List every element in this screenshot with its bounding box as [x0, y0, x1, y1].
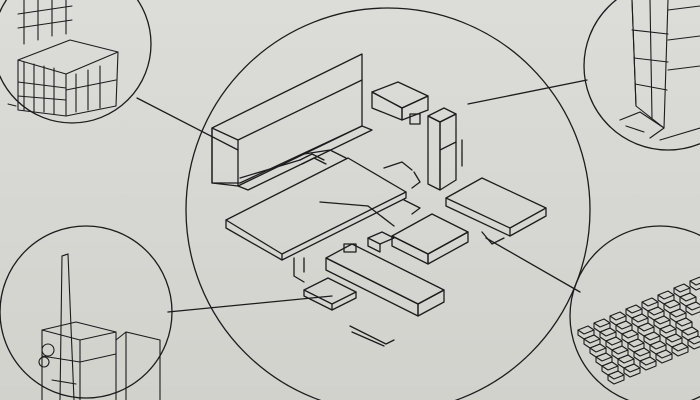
- grid-block: [689, 276, 700, 286]
- plaza-platform: [225, 149, 413, 261]
- grid-block: [595, 352, 613, 362]
- grid-block-side: [685, 305, 700, 316]
- slab-building: [211, 53, 373, 191]
- right-platform: [445, 177, 547, 245]
- grid-blocks-sketch: [577, 276, 700, 385]
- grid-block: [577, 325, 595, 335]
- medium-block: [391, 199, 469, 265]
- grid-block: [655, 349, 673, 359]
- grid-block: [605, 336, 623, 346]
- vignette-bottom-right: [569, 225, 700, 400]
- grid-block: [685, 301, 700, 311]
- grid-block: [659, 324, 677, 334]
- grid-block: [665, 333, 683, 343]
- small-block-top: [371, 81, 429, 125]
- connector-lines: [136, 79, 588, 313]
- site-paths: [293, 153, 421, 347]
- vignette-top-right: [583, 0, 700, 151]
- grid-block: [627, 338, 645, 348]
- grid-block-side: [687, 339, 700, 350]
- grid-block: [599, 327, 617, 337]
- grid-block: [623, 363, 641, 373]
- tower-block-sketch: [7, 0, 119, 117]
- grid-block: [657, 290, 675, 300]
- grid-block: [593, 318, 611, 328]
- grid-block: [647, 306, 665, 316]
- grid-block: [671, 342, 689, 352]
- vignette-circle-bottom-left: [0, 225, 173, 399]
- grid-block: [643, 331, 661, 341]
- grid-block: [649, 340, 667, 350]
- center-tower: [427, 107, 463, 191]
- grid-block-side: [671, 346, 689, 357]
- grid-block: [601, 361, 619, 371]
- grid-block-side: [607, 374, 625, 385]
- vignette-circle-bottom-right: [569, 225, 700, 400]
- grid-block: [615, 320, 633, 330]
- grid-block-side: [639, 360, 657, 371]
- grid-block: [663, 299, 681, 309]
- grid-block: [641, 297, 659, 307]
- grid-block-side: [689, 280, 700, 291]
- grid-block: [625, 304, 643, 314]
- grid-block: [607, 370, 625, 380]
- grid-block: [637, 322, 655, 332]
- grid-block: [673, 283, 691, 293]
- grid-block: [681, 326, 699, 336]
- vignette-bottom-left: [0, 225, 173, 400]
- vignette-circle-top-left: [0, 0, 152, 124]
- grid-block: [589, 343, 607, 353]
- grid-block-side: [655, 353, 673, 364]
- grid-block: [631, 313, 649, 323]
- grid-block: [617, 354, 635, 364]
- grid-block: [687, 335, 700, 345]
- grid-block: [609, 311, 627, 321]
- grid-block: [633, 347, 651, 357]
- grid-block: [639, 356, 657, 366]
- grid-block: [583, 334, 601, 344]
- central-circle: [185, 7, 591, 400]
- site-plan: [211, 53, 547, 347]
- grid-block: [611, 345, 629, 355]
- vignette-top-left: [0, 0, 152, 124]
- long-lower-block: [325, 231, 445, 317]
- grid-block-side: [623, 367, 641, 378]
- tall-tower-sketch: [619, 0, 700, 141]
- grid-block: [621, 329, 639, 339]
- small-square-block: [303, 277, 357, 311]
- grid-block: [675, 317, 693, 327]
- grid-block: [679, 292, 697, 302]
- grid-block: [669, 308, 687, 318]
- chimney-building-sketch: [38, 253, 161, 400]
- vignette-circle-top-right: [583, 0, 700, 151]
- grid-block: [653, 315, 671, 325]
